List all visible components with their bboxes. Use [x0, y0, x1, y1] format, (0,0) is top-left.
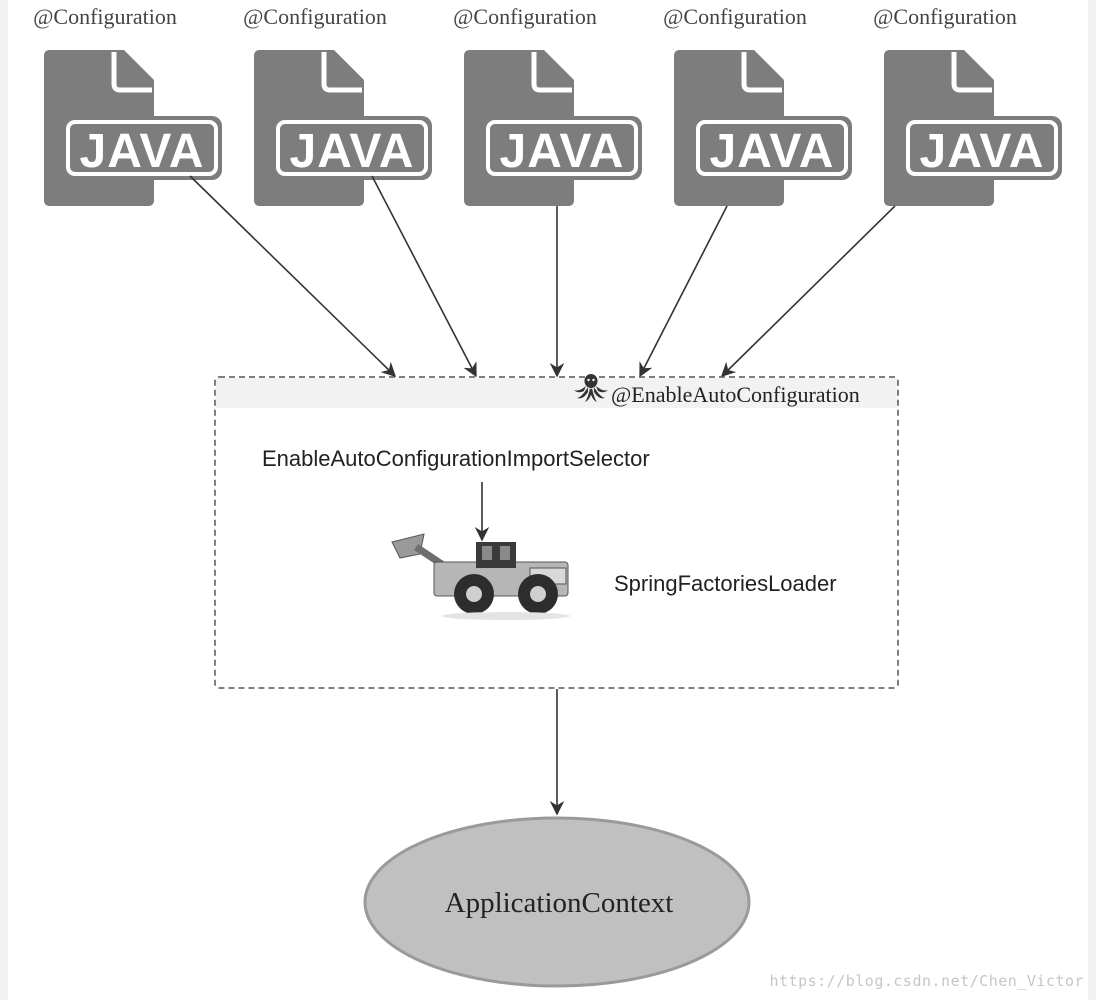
enable-auto-config-box: @EnableAutoConfiguration EnableAutoConfi… [214, 374, 899, 689]
arrow-config-2 [371, 175, 477, 378]
application-context-ellipse [363, 816, 751, 988]
arrow-config-4 [639, 205, 728, 378]
config-annotation: @Configuration [453, 4, 597, 29]
java-file-icon: JAVA [254, 50, 432, 206]
java-label: JAVA [920, 125, 1045, 178]
java-file-icon: JAVA [884, 50, 1062, 206]
application-context-node: ApplicationContext [363, 816, 751, 988]
application-context-label: ApplicationContext [445, 887, 674, 919]
config-annotation: @Configuration [243, 4, 387, 29]
java-label: JAVA [710, 125, 835, 178]
box-border [214, 376, 899, 689]
arrow-config-5 [720, 205, 896, 378]
box-header-band [216, 378, 898, 408]
config-annotation: @Configuration [663, 4, 807, 29]
java-file-icon: JAVA [44, 50, 222, 206]
config-node-5: @Configuration JAVA [873, 4, 1062, 206]
java-file-icon: JAVA [464, 50, 642, 206]
config-annotation: @Configuration [33, 4, 177, 29]
wheel-loader-icon [391, 533, 570, 620]
java-file-icon: JAVA [674, 50, 852, 206]
arrow-config-1 [189, 175, 397, 378]
java-label: JAVA [290, 125, 415, 178]
loader-label: SpringFactoriesLoader [614, 571, 837, 596]
java-label: JAVA [500, 125, 625, 178]
selector-label: EnableAutoConfigurationImportSelector [262, 446, 650, 471]
watermark-url: https://blog.csdn.net/Chen_Victor [769, 972, 1084, 990]
config-node-4: @Configuration JAVA [663, 4, 852, 206]
config-node-3: @Configuration JAVA [453, 4, 642, 206]
config-arrows [189, 175, 896, 378]
config-node-2: @Configuration JAVA [243, 4, 432, 206]
octopus-icon [574, 374, 608, 402]
config-node-1: @Configuration JAVA [33, 4, 222, 206]
box-header-title: @EnableAutoConfiguration [611, 382, 860, 407]
java-label: JAVA [80, 125, 205, 178]
config-annotation: @Configuration [873, 4, 1017, 29]
